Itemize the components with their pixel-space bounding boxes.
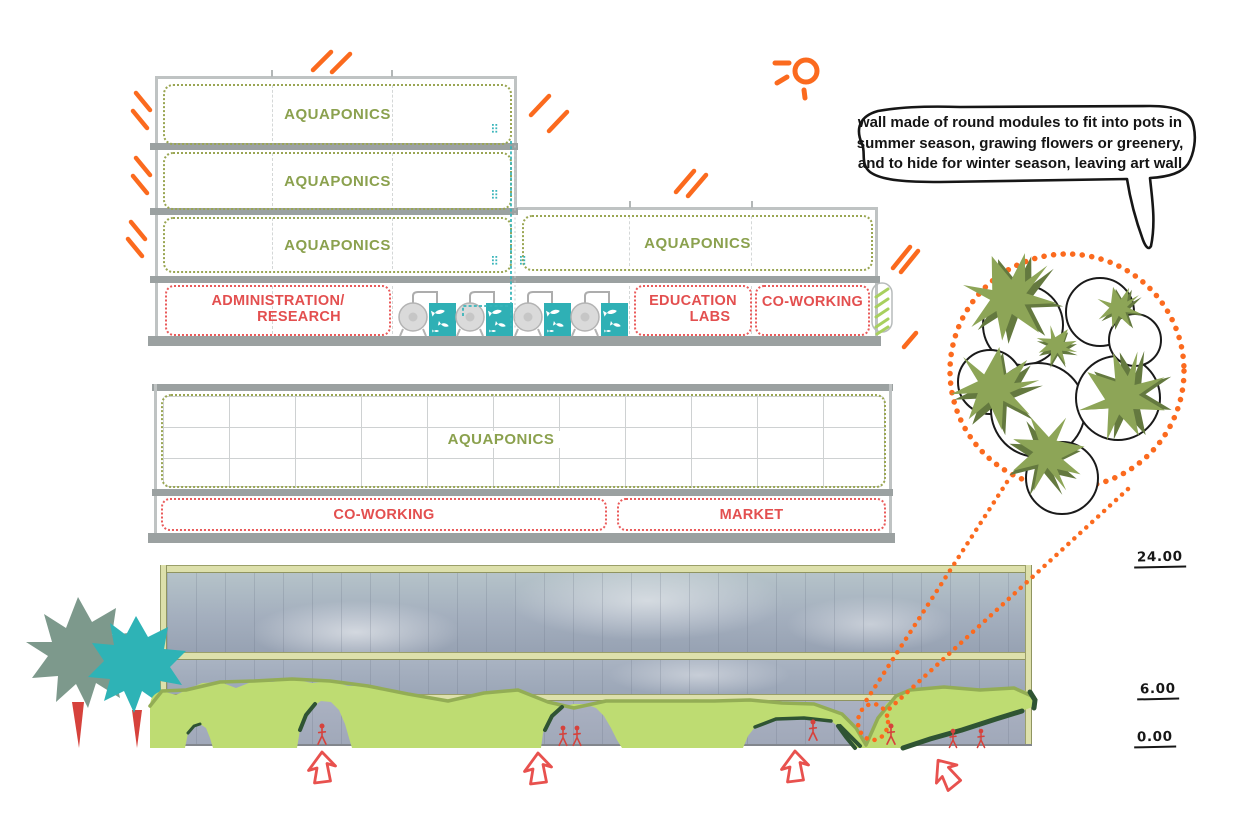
column-grid-line — [392, 218, 393, 269]
facade-frame-top — [160, 565, 1032, 573]
zone-aquaponics-floor2: AQUAPONICS — [163, 217, 512, 273]
zone-coworking-middle: CO-WORKING — [161, 498, 607, 531]
facade-frame-left — [160, 565, 167, 746]
zone-label: AQUAPONICS — [284, 106, 391, 123]
mullion-lines — [167, 660, 1025, 694]
floor-slab — [150, 143, 518, 150]
round-pot-modules — [957, 277, 1162, 515]
wall-line — [889, 384, 892, 542]
facade-band — [167, 694, 1025, 701]
pump-and-fish-tank-icon — [455, 291, 513, 337]
zone-education-labs: EDUCATION LABS — [634, 285, 752, 336]
wall-line — [514, 207, 878, 210]
ground-slab — [148, 336, 881, 346]
facade-glass-upper — [167, 573, 1025, 652]
zone-label-line: EDUCATION — [649, 293, 737, 309]
column-grid-line — [272, 218, 273, 269]
facade-ground-line — [160, 744, 1032, 746]
zone-label: AQUAPONICS — [284, 236, 391, 254]
dotted-circle-border — [947, 251, 1187, 491]
zone-label-wrap: AQUAPONICS — [161, 394, 841, 484]
column-grid-line — [629, 286, 630, 334]
mullion-lines — [167, 573, 1025, 652]
zone-administration-research: ADMINISTRATION/ RESEARCH — [165, 285, 391, 336]
arrow-up-icon — [925, 751, 968, 796]
zone-aquaponics-floor4: AQUAPONICS — [163, 84, 512, 145]
level-marker-24: 24.00 — [1133, 548, 1186, 569]
floor-slab — [150, 276, 880, 283]
floor-slab — [150, 208, 518, 215]
pump-and-fish-tank-icon — [398, 291, 456, 337]
sun-icon — [772, 57, 820, 101]
plant-module-icons — [944, 238, 1190, 500]
zone-label-line: RESEARCH — [257, 309, 341, 325]
facade-glass-middle — [167, 660, 1025, 694]
zone-label: CO-WORKING — [761, 294, 864, 310]
ground-slab — [148, 533, 895, 543]
level-marker-6: 6.00 — [1136, 680, 1179, 701]
column-grid-line — [392, 85, 393, 141]
floor-slab — [152, 489, 893, 496]
pump-and-fish-tank-icon — [513, 291, 571, 337]
arrow-up-icon — [523, 751, 553, 786]
zone-coworking-upper: CO-WORKING — [755, 285, 870, 336]
facade-frame-right — [1025, 565, 1032, 746]
column-tick — [271, 70, 273, 77]
zone-label: MARKET — [719, 506, 784, 523]
callout-line: summer season, grawing flowers or greene… — [856, 134, 1184, 152]
facade-glass-lower — [167, 701, 1025, 746]
zone-label: AQUAPONICS — [644, 234, 751, 252]
tree-sage-icon — [26, 597, 138, 748]
pump-and-fish-tank-icon — [570, 291, 628, 337]
zone-label-line: ADMINISTRATION/ — [211, 293, 345, 309]
wall-line — [155, 76, 517, 79]
column-grid-line — [272, 85, 273, 141]
callout-line: wall made of round modules to fit into p… — [857, 114, 1183, 131]
column-tick — [751, 201, 753, 208]
level-marker-0: 0.00 — [1133, 728, 1176, 749]
arrow-up-icon — [307, 750, 337, 785]
wall-line — [155, 76, 158, 338]
column-grid-line — [392, 286, 393, 334]
zone-market: MARKET — [617, 498, 886, 531]
entrance-arrows — [307, 749, 968, 796]
column-grid-line — [392, 153, 393, 206]
column-tick — [391, 70, 393, 77]
zone-label-line: LABS — [689, 309, 731, 325]
wall-line — [154, 384, 157, 542]
callout-annotation: wall made of round modules to fit into p… — [852, 113, 1188, 175]
wall-line — [875, 207, 878, 338]
mullion-lines — [167, 701, 1025, 746]
callout-line: and to hide for winter season, leaving a… — [857, 155, 1183, 172]
column-grid-line — [629, 216, 630, 266]
column-grid-line — [272, 286, 273, 334]
zone-label: AQUAPONICS — [284, 172, 391, 190]
facade-band — [167, 652, 1025, 660]
column-grid-line — [751, 216, 752, 266]
column-grid-line — [272, 153, 273, 206]
zone-aquaponics-wing: AQUAPONICS — [522, 215, 873, 271]
zone-aquaponics-floor3: AQUAPONICS — [163, 152, 512, 210]
zone-label: AQUAPONICS — [441, 430, 561, 448]
roof-slab — [152, 384, 893, 391]
arrow-up-icon — [780, 749, 810, 784]
zone-label: CO-WORKING — [333, 506, 435, 523]
column-tick — [629, 201, 631, 208]
